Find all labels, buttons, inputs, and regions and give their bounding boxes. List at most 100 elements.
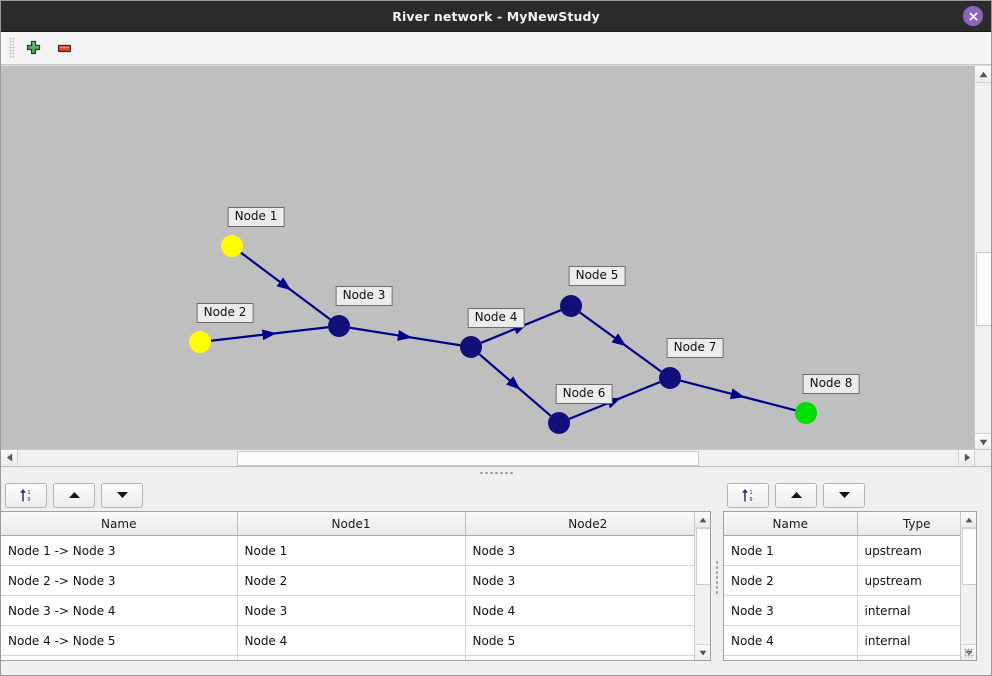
branch-scroll-up-button[interactable] [695, 512, 710, 528]
horizontal-splitter[interactable] [1, 466, 991, 479]
node-scroll-thumb[interactable] [962, 528, 976, 585]
branch-table-cell[interactable] [1, 655, 238, 660]
graph-node-n3[interactable] [328, 315, 350, 337]
arrow-up-icon [68, 492, 80, 498]
node-table-cell[interactable]: upstream [857, 565, 976, 596]
scroll-left-button[interactable] [1, 450, 18, 465]
branch-table-cell[interactable]: Node 1 [237, 535, 466, 566]
graph-horizontal-scrollbar[interactable] [1, 449, 975, 466]
edge-arrow-n5-n7 [611, 333, 627, 347]
graph-node-label-n4[interactable]: Node 4 [467, 308, 525, 328]
graph-node-label-n2[interactable]: Node 2 [196, 303, 254, 323]
branch-table-cell[interactable]: Node 5 [465, 625, 710, 656]
node-move-up-button[interactable] [775, 482, 817, 508]
node-table-scrollbar[interactable] [960, 512, 976, 660]
branch-table-empty-row[interactable] [1, 655, 710, 660]
graph-node-n2[interactable] [189, 331, 211, 353]
graph-node-label-n7[interactable]: Node 7 [666, 338, 724, 358]
node-table-cell[interactable]: Node 2 [724, 565, 858, 596]
branch-scroll-down-button[interactable] [695, 644, 710, 660]
splitter-grip [479, 471, 513, 475]
branch-table-cell[interactable]: Node 3 -> Node 4 [1, 595, 238, 626]
branch-move-up-button[interactable] [53, 482, 95, 508]
branch-table-cell[interactable]: Node 3 [465, 565, 710, 596]
node-table-cell[interactable]: Node 3 [724, 595, 858, 626]
branch-table-cell[interactable]: Node 2 -> Node 3 [1, 565, 238, 596]
edge-arrow-n7-n8 [729, 388, 745, 400]
remove-node-button[interactable] [50, 34, 78, 62]
branch-table-scrollbar[interactable] [694, 512, 710, 660]
node-table-cell[interactable]: Node 4 [724, 625, 858, 656]
window-resize-grip[interactable] [964, 648, 974, 658]
node-table-cell[interactable]: internal [857, 595, 976, 626]
graph-vertical-scrollbar[interactable] [974, 66, 991, 450]
node-table-empty-row[interactable] [724, 655, 976, 660]
vertical-splitter[interactable] [711, 479, 723, 675]
graph-node-label-n8[interactable]: Node 8 [802, 374, 860, 394]
graph-vscroll-thumb[interactable] [976, 252, 991, 326]
graph-node-label-n6[interactable]: Node 6 [555, 384, 613, 404]
branch-table-column-header-1[interactable]: Node1 [237, 512, 466, 536]
branch-table-cell[interactable]: Node 4 [465, 595, 710, 626]
branch-table-cell[interactable]: Node 2 [237, 565, 466, 596]
node-table-cell[interactable]: upstream [857, 535, 976, 566]
graph-node-n4[interactable] [460, 336, 482, 358]
branch-table-cell[interactable]: Node 4 [237, 625, 466, 656]
graph-node-label-n3[interactable]: Node 3 [335, 286, 393, 306]
node-table-column-header-0[interactable]: Name [724, 512, 858, 536]
branch-pane: 1 9 [1, 479, 711, 675]
branch-table-cell[interactable]: Node 1 -> Node 3 [1, 535, 238, 566]
close-button[interactable] [963, 6, 983, 26]
scroll-down-button[interactable] [975, 433, 991, 450]
graph-hscroll-thumb[interactable] [237, 451, 699, 466]
graph-node-label-n5[interactable]: Node 5 [568, 266, 626, 286]
graph-node-n7[interactable] [659, 367, 681, 389]
node-move-down-button[interactable] [823, 482, 865, 508]
branch-sort-button[interactable]: 1 9 [5, 482, 47, 508]
branch-table-cell[interactable]: Node 3 [465, 535, 710, 566]
branch-table-cell[interactable]: Node 4 -> Node 5 [1, 625, 238, 656]
close-icon [969, 12, 977, 20]
node-scroll-up-button[interactable] [961, 512, 976, 528]
branch-table-cell[interactable] [465, 655, 710, 660]
river-network-graph-panel[interactable]: Node 1 Node 2 Node 3 Node 4 Node 5 Node 6 Node… [1, 65, 991, 466]
node-table-cell[interactable] [857, 655, 976, 660]
graph-node-label-n1[interactable]: Node 1 [227, 207, 285, 227]
graph-node-n6[interactable] [548, 412, 570, 434]
graph-node-n1[interactable] [221, 235, 243, 257]
node-table-cell[interactable] [724, 655, 858, 660]
scroll-right-button[interactable] [958, 450, 975, 465]
branch-table-column-header-0[interactable]: Name [1, 512, 238, 536]
node-table-cell[interactable]: Node 1 [724, 535, 858, 566]
graph-node-n8[interactable] [795, 402, 817, 424]
scroll-up-button[interactable] [975, 66, 991, 83]
branch-scroll-thumb[interactable] [696, 528, 710, 585]
branch-table-cell[interactable]: Node 3 [237, 595, 466, 626]
toolbar-drag-handle[interactable] [9, 37, 14, 59]
branch-table-cell[interactable] [237, 655, 466, 660]
node-sort-button[interactable]: 1 9 [727, 482, 769, 508]
caret-down-icon [979, 439, 987, 445]
node-table-column-header-1[interactable]: Type [857, 512, 976, 536]
add-node-button[interactable] [19, 34, 47, 62]
sort-ascending-icon: 1 9 [20, 488, 31, 503]
branch-move-down-button[interactable] [101, 482, 143, 508]
graph-node-n5[interactable] [560, 295, 582, 317]
node-table-cell[interactable]: internal [857, 625, 976, 656]
network-diagram[interactable] [1, 66, 964, 452]
caret-up-icon [699, 517, 706, 522]
branch-table-column-header-2[interactable]: Node2 [465, 512, 710, 536]
